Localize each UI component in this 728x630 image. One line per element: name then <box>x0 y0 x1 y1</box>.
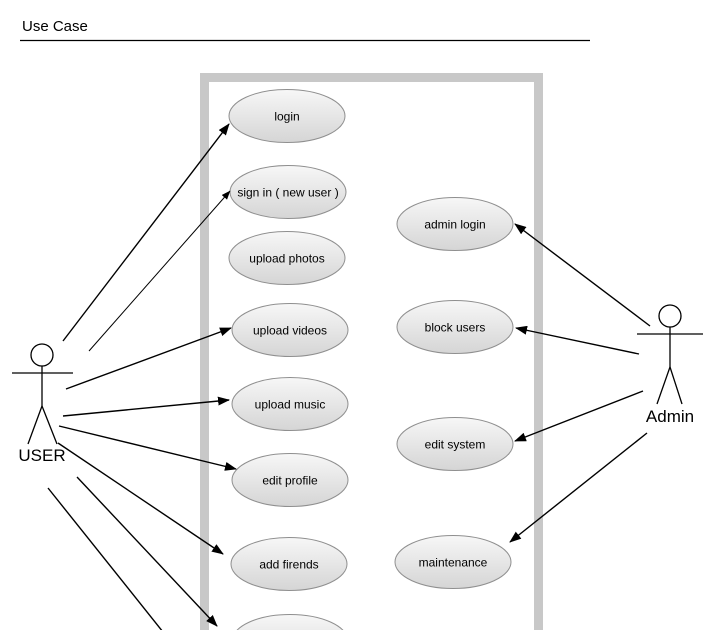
actor-head-user <box>30 343 54 367</box>
use-case-bottom-partial <box>236 614 344 630</box>
use-case-label-edit-system: edit system <box>425 438 486 452</box>
connection-user-offscreen-bottom <box>47 487 163 630</box>
use-case-ellipse-add-firends <box>230 537 348 591</box>
actor-user: USER <box>12 343 73 465</box>
use-case-label-edit-profile: edit profile <box>262 474 318 488</box>
actor-admin: Admin <box>637 304 703 426</box>
use-case-ellipse-bottom-partial <box>236 614 344 630</box>
use-case-ellipse-upload-photos <box>228 231 346 285</box>
use-case-upload-music: upload music <box>231 377 349 431</box>
use-case-block-users: block users <box>396 300 514 354</box>
use-case-edit-system: edit system <box>396 417 514 471</box>
use-case-edit-profile: edit profile <box>231 453 349 507</box>
use-case-ellipse-login <box>228 89 346 143</box>
connection-admin-edit-system <box>514 390 644 442</box>
page-title: Use Case <box>22 18 88 35</box>
use-case-admin-login: admin login <box>396 197 514 251</box>
use-case-login: login <box>228 89 346 143</box>
connection-user-login <box>62 123 230 342</box>
use-case-label-sign-in: sign in ( new user ) <box>237 186 338 200</box>
connection-admin-block-users <box>515 325 640 355</box>
connection-layer <box>47 123 651 630</box>
use-case-label-upload-videos: upload videos <box>253 324 327 338</box>
connection-user-edit-profile <box>58 425 237 471</box>
use-case-ellipse-maintenance <box>394 535 512 589</box>
actor-leg-left-admin <box>656 366 671 405</box>
use-case-ellipse-edit-profile <box>231 453 349 507</box>
connection-admin-admin-login <box>514 223 651 327</box>
connection-user-bottom-partial <box>76 476 218 627</box>
use-case-ellipse-block-users <box>396 300 514 354</box>
use-case-upload-photos: upload photos <box>228 231 346 285</box>
use-case-ellipse-admin-login <box>396 197 514 251</box>
use-case-ellipse-upload-videos <box>231 303 349 357</box>
actor-leg-left-user <box>27 405 43 445</box>
use-case-label-block-users: block users <box>425 321 486 335</box>
connection-user-upload-music <box>62 396 230 417</box>
use-case-label-admin-login: admin login <box>424 218 485 232</box>
connection-user-add-firends <box>57 442 224 555</box>
actor-label-admin: Admin <box>646 407 694 426</box>
use-case-label-upload-music: upload music <box>255 398 326 412</box>
connection-admin-maintenance <box>509 432 648 543</box>
use-case-layer: login sign in ( new user ) upload photos up… <box>228 89 514 630</box>
connection-user-sign-in <box>88 190 231 352</box>
use-case-maintenance: maintenance <box>394 535 512 589</box>
use-case-ellipse-edit-system <box>396 417 514 471</box>
connection-user-upload-videos <box>65 327 232 390</box>
actor-layer: USER Admin <box>12 304 703 465</box>
use-case-label-login: login <box>274 110 299 124</box>
use-case-add-firends: add firends <box>230 537 348 591</box>
use-case-label-upload-photos: upload photos <box>249 252 324 266</box>
use-case-label-add-firends: add firends <box>259 558 318 572</box>
use-case-sign-in: sign in ( new user ) <box>229 165 347 219</box>
actor-head-admin <box>658 304 682 328</box>
actor-leg-right-user <box>41 405 58 445</box>
actor-leg-right-admin <box>669 366 683 405</box>
use-case-ellipse-upload-music <box>231 377 349 431</box>
use-case-label-maintenance: maintenance <box>419 556 488 570</box>
actor-label-user: USER <box>18 446 65 465</box>
use-case-upload-videos: upload videos <box>231 303 349 357</box>
